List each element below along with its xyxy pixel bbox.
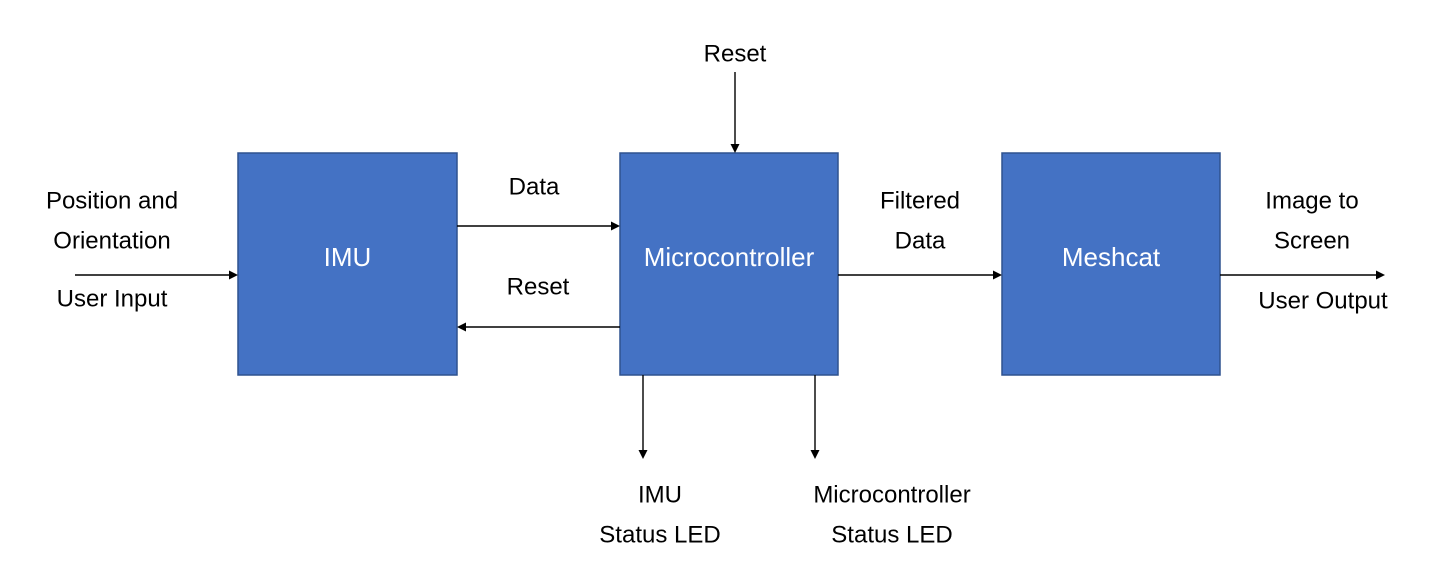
data-label: Data [509, 173, 560, 200]
imu-status-led-label-line2: Status LED [599, 521, 720, 548]
mc-status-led-label-line1: Microcontroller [813, 481, 970, 508]
reset-top-label: Reset [704, 40, 767, 67]
filtered-data-arrow [838, 270, 1002, 280]
imu-block-box [237, 152, 458, 376]
reset-back-label: Reset [507, 273, 570, 300]
user-output-arrow [1220, 270, 1385, 280]
output-label-line2: Screen [1274, 227, 1350, 254]
microcontroller-block-box [619, 152, 839, 376]
imu-block: IMU [237, 152, 458, 376]
mc-status-led-label-line2: Status LED [831, 521, 952, 548]
imu-status-led-arrow [638, 375, 648, 459]
input-label-line2: Orientation [53, 227, 170, 254]
input-label-line1: Position and [46, 187, 178, 214]
reset-top-arrow [730, 72, 740, 153]
user-input-arrow [75, 270, 238, 280]
meshcat-block: Meshcat [1001, 152, 1221, 376]
filtered-data-label-line2: Data [895, 227, 946, 254]
meshcat-block-label: Meshcat [1062, 242, 1161, 272]
filtered-data-label-line1: Filtered [880, 187, 960, 214]
data-arrow [457, 221, 620, 231]
mc-status-led-arrow [810, 375, 820, 459]
output-label-line1: Image to [1265, 187, 1358, 214]
microcontroller-block-label: Microcontroller [644, 242, 815, 272]
microcontroller-block: Microcontroller [619, 152, 839, 376]
reset-back-arrow [457, 322, 620, 332]
imu-status-led-label-line1: IMU [638, 481, 682, 508]
user-output-label: User Output [1258, 287, 1388, 314]
meshcat-block-box [1001, 152, 1221, 376]
imu-block-label: IMU [324, 242, 372, 272]
user-input-label: User Input [57, 285, 168, 312]
